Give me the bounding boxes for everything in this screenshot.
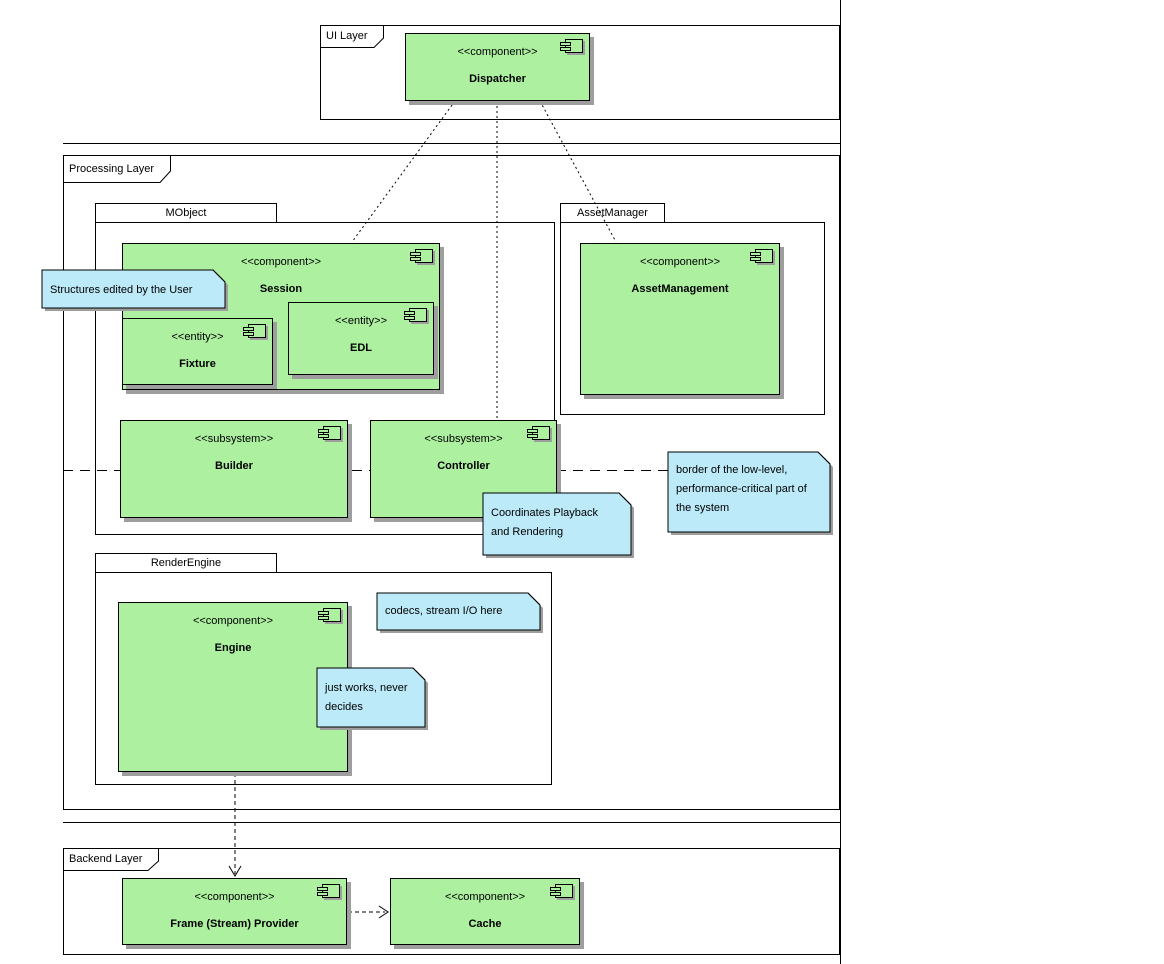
package-assetmanager-tab: AssetManager xyxy=(560,203,665,223)
component-icon xyxy=(317,884,340,898)
note-structures: Structures edited by the User xyxy=(50,281,192,300)
component-icon xyxy=(243,324,266,338)
package-mobject-tab: MObject xyxy=(95,203,277,223)
stereotype-label: <<component>> xyxy=(639,256,721,268)
component-name: Builder xyxy=(215,460,253,472)
note-low-level-border: border of the low-level, performance-cri… xyxy=(676,461,807,518)
ui-layer-label: UI Layer xyxy=(326,30,368,42)
component-session: <<component>> Session <<entity>> Fixture… xyxy=(122,243,440,390)
processing-layer-label: Processing Layer xyxy=(69,163,154,175)
note-line: and Rendering xyxy=(491,526,564,538)
note-line: performance-critical part of xyxy=(676,483,807,495)
note-coordinates: Coordinates Playback and Rendering xyxy=(491,504,598,542)
component-name: Frame (Stream) Provider xyxy=(170,918,299,930)
note-line: just works, never xyxy=(325,682,408,694)
component-name: EDL xyxy=(350,342,372,354)
component-name: AssetManagement xyxy=(631,283,729,295)
component-dispatcher: <<component>> Dispatcher xyxy=(405,33,590,101)
component-name: Engine xyxy=(214,642,252,654)
stereotype-label: <<subsystem>> xyxy=(194,433,274,445)
component-name: Fixture xyxy=(179,358,216,370)
note-line: the system xyxy=(676,502,730,514)
backend-layer-tab xyxy=(63,848,159,871)
stereotype-label: <<component>> xyxy=(444,891,526,903)
note-just-works: just works, never decides xyxy=(325,679,408,717)
component-icon xyxy=(318,426,341,440)
component-assetmanagement: <<component>> AssetManagement xyxy=(580,243,780,395)
note-line: Coordinates Playback xyxy=(491,507,599,519)
component-icon xyxy=(550,884,573,898)
component-name: Dispatcher xyxy=(469,73,526,85)
component-edl: <<entity>> EDL xyxy=(288,302,434,375)
component-icon xyxy=(404,308,427,322)
component-fixture: <<entity>> Fixture xyxy=(122,318,273,385)
stereotype-label: <<component>> xyxy=(457,46,538,58)
component-icon xyxy=(560,39,583,53)
component-icon xyxy=(527,426,550,440)
subsystem-builder: <<subsystem>> Builder xyxy=(120,420,348,518)
stereotype-label: <<component>> xyxy=(240,256,322,268)
stereotype-label: <<component>> xyxy=(192,615,274,627)
component-name: Cache xyxy=(468,918,502,930)
package-renderengine-tab: RenderEngine xyxy=(95,553,277,573)
stereotype-label: <<subsystem>> xyxy=(424,433,503,445)
ui-layer-tab xyxy=(320,25,384,48)
component-icon xyxy=(318,608,341,622)
stereotype-label: <<entity>> xyxy=(171,331,224,343)
component-frame-provider: <<component>> Frame (Stream) Provider xyxy=(122,878,347,945)
note-line: decides xyxy=(325,701,363,713)
backend-layer-label: Backend Layer xyxy=(69,853,143,865)
component-icon xyxy=(750,249,773,263)
component-name: Session xyxy=(259,283,303,295)
note-line: codecs, stream I/O here xyxy=(385,605,503,617)
note-line: Structures edited by the User xyxy=(50,284,193,296)
processing-layer-tab xyxy=(63,155,171,183)
component-icon xyxy=(410,249,433,263)
stereotype-label: <<entity>> xyxy=(335,315,387,327)
component-engine: <<component>> Engine xyxy=(118,602,348,772)
note-codecs: codecs, stream I/O here xyxy=(385,602,502,621)
component-name: Controller xyxy=(437,460,490,472)
stereotype-label: <<component>> xyxy=(194,891,275,903)
note-line: border of the low-level, xyxy=(676,464,788,476)
component-cache: <<component>> Cache xyxy=(390,878,580,945)
